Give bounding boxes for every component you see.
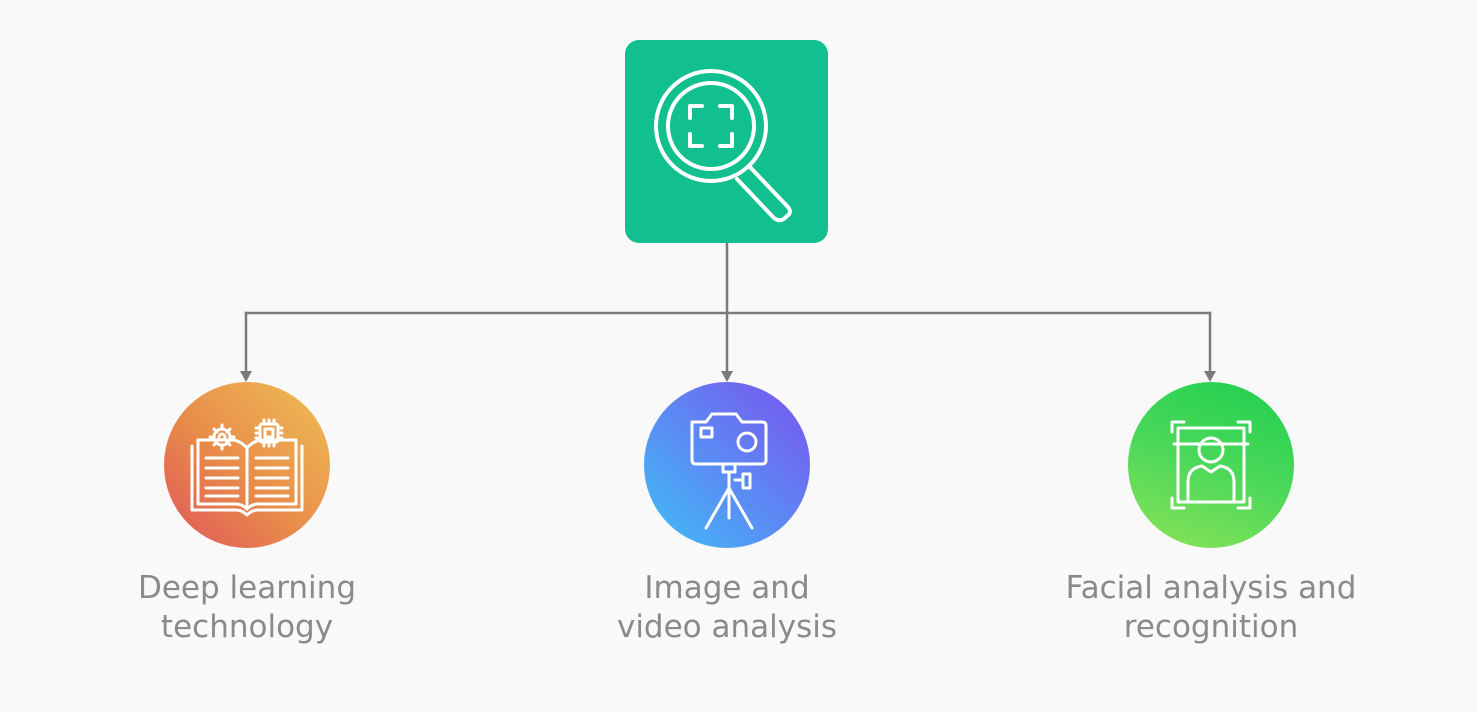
- deep-learning-label-line2: technology: [160, 609, 334, 645]
- facial-analysis-label: Facial analysis and recognition: [1041, 569, 1381, 647]
- facial-analysis-label-line2: recognition: [1123, 609, 1299, 645]
- root-node: [625, 40, 828, 243]
- arrowhead-face: [1204, 371, 1216, 382]
- facial-analysis-label-line1: Facial analysis and: [1065, 570, 1357, 606]
- image-video-analysis-node: [644, 382, 810, 548]
- image-video-label: Image and video analysis: [557, 569, 897, 647]
- facial-analysis-node: [1128, 382, 1294, 548]
- deep-learning-label-line1: Deep learning: [137, 570, 356, 606]
- camera-tripod-icon: [690, 412, 768, 530]
- magnifier-scan-icon: [654, 69, 792, 223]
- image-video-label-line2: video analysis: [616, 609, 838, 645]
- arrowhead-image: [721, 371, 733, 382]
- deep-learning-label: Deep learning technology: [77, 569, 417, 647]
- book-gear-chip-icon: [190, 418, 304, 517]
- image-video-label-line1: Image and: [644, 570, 810, 606]
- arrowhead-deep: [240, 371, 252, 382]
- deep-learning-node: [164, 382, 330, 548]
- face-scan-icon: [1170, 420, 1252, 510]
